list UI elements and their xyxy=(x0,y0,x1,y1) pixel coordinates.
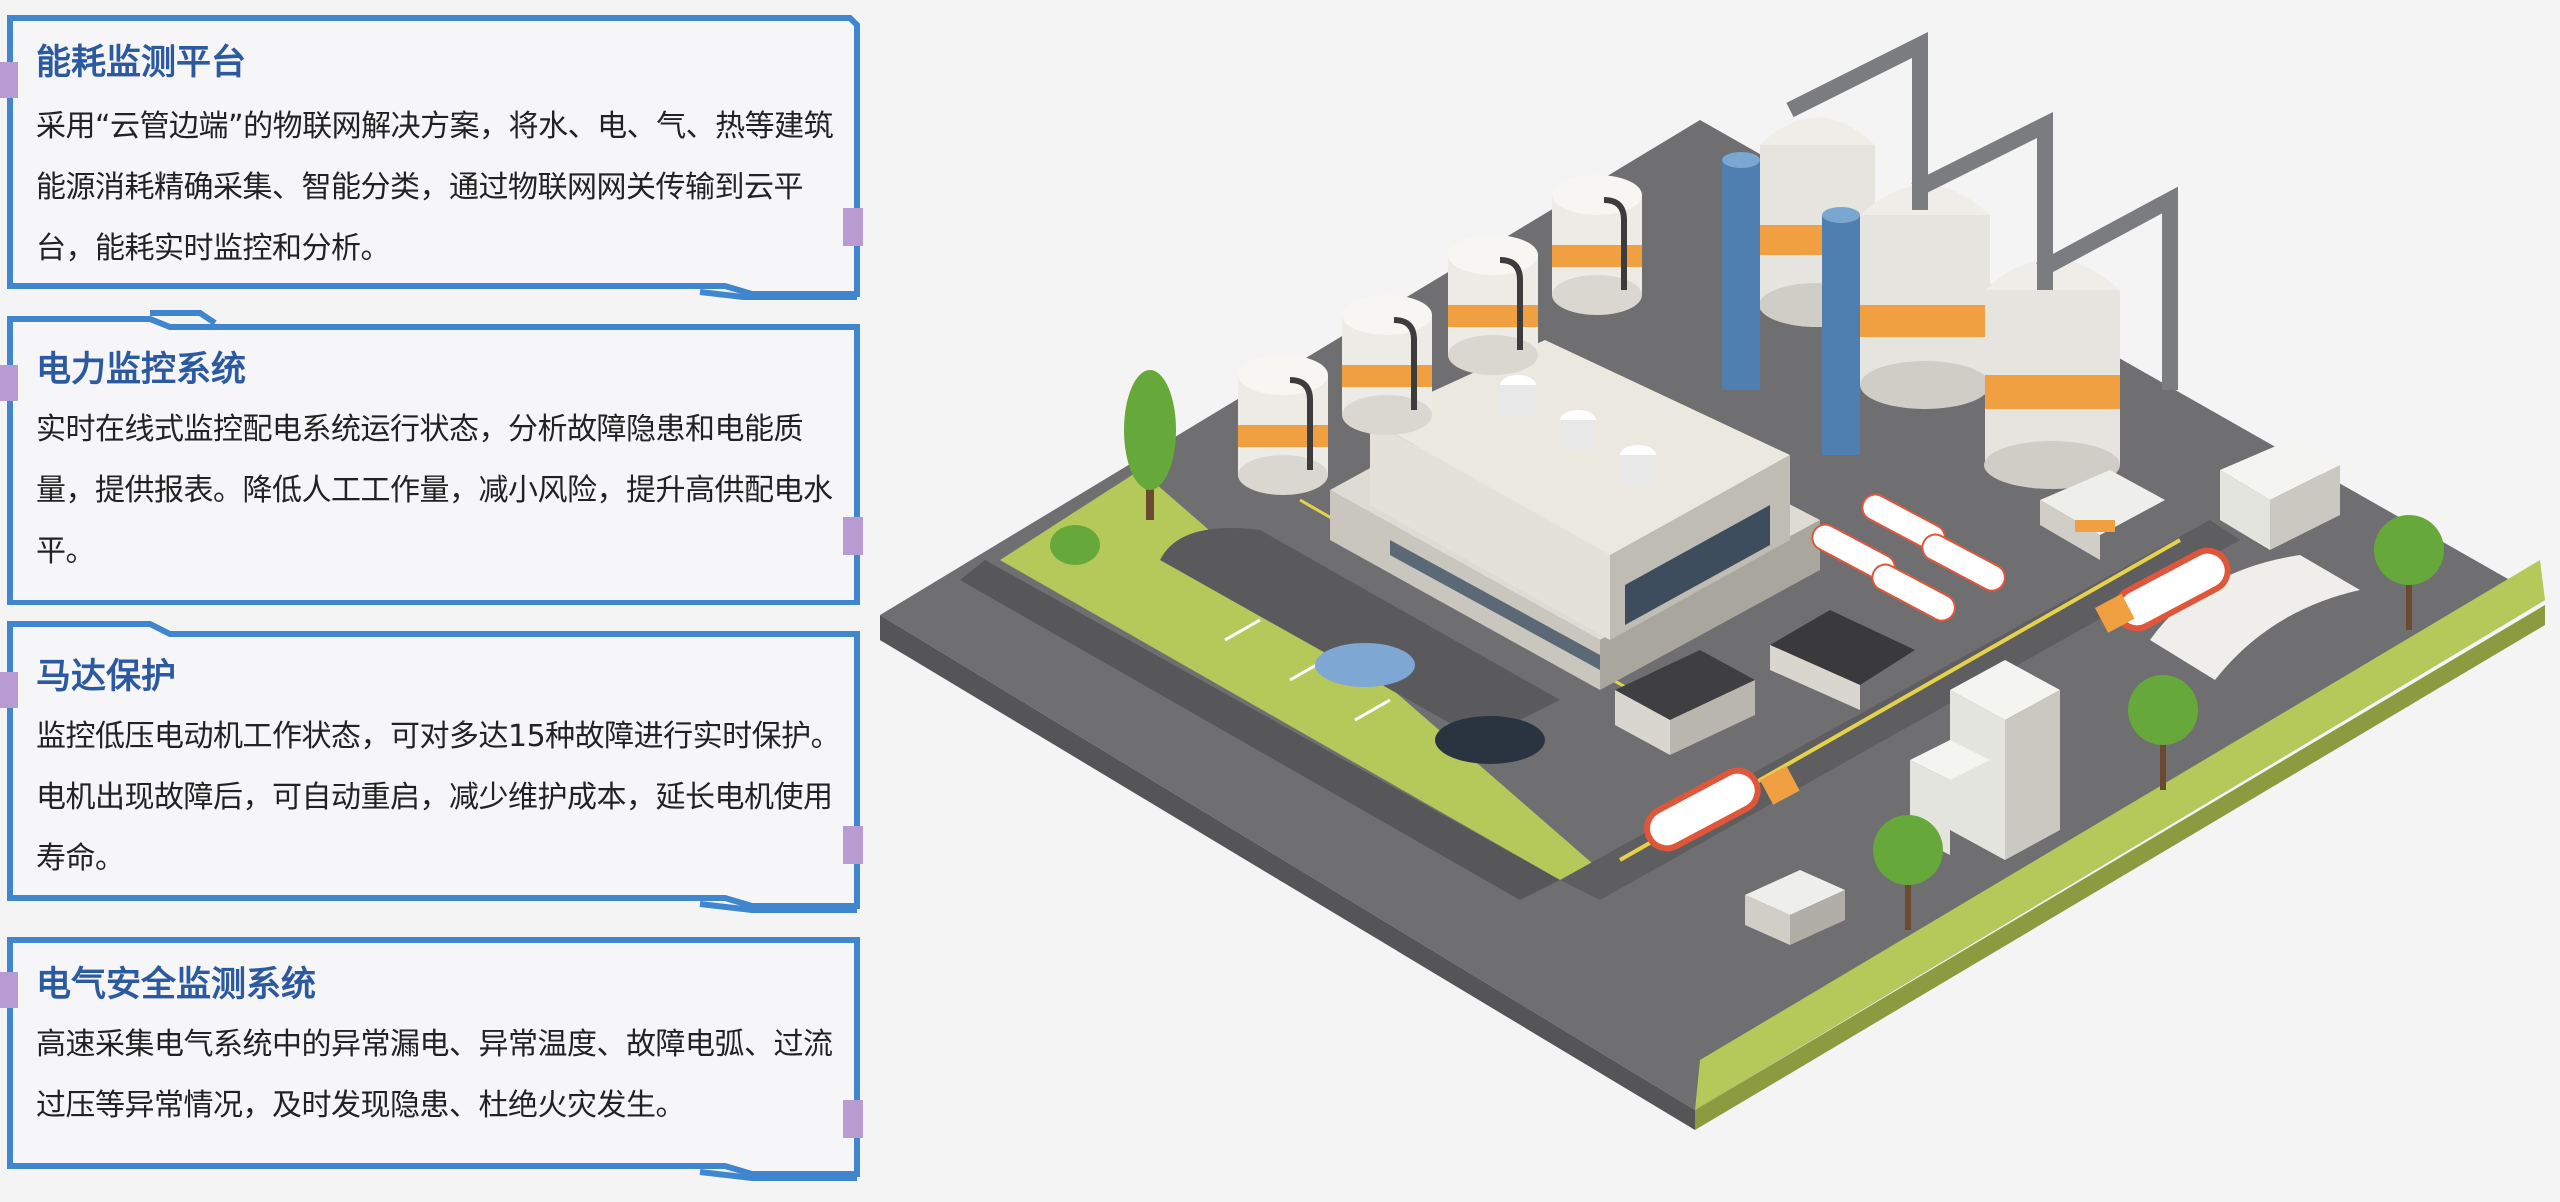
panel-description: 高速采集电气系统中的异常漏电、异常温度、故障电弧、过流过压等异常情况，及时发现隐… xyxy=(36,1027,833,1123)
hangar xyxy=(2150,555,2360,680)
panel-motor-protection: 马达保护 监控低压电动机工作状态，可对多达15种故障进行实时保护。电机出现故障后… xyxy=(0,612,870,917)
cars xyxy=(1315,643,1545,764)
building-upper-left xyxy=(1370,420,1610,640)
chimneys xyxy=(1722,152,1860,455)
ground-side-left-face xyxy=(880,615,1695,1130)
panel-frame xyxy=(0,15,863,300)
road-front xyxy=(960,560,1560,900)
building-main-right xyxy=(1600,520,1820,690)
panel-title: 马达保护 xyxy=(36,657,177,697)
panel-electrical-safety: 电气安全监测系统 高速采集电气系统中的异常漏电、异常温度、故障电弧、过流过压等异… xyxy=(0,928,870,1184)
factory-illustration xyxy=(880,32,2545,1130)
panel-title: 电气安全监测系统 xyxy=(36,965,317,1005)
tanker-trucks xyxy=(1644,547,2231,852)
panel-title: 电力监控系统 xyxy=(36,350,247,390)
trees xyxy=(1050,370,2444,930)
panel-frame xyxy=(0,310,863,605)
grass-right xyxy=(1695,560,2545,1110)
panel-title: 能耗监测平台 xyxy=(36,43,247,83)
panel-power-monitoring: 电力监控系统 实时在线式监控配电系统运行状态，分析故障隐患和电能质量，提供报表。… xyxy=(0,305,870,605)
small-buildings xyxy=(1615,470,2165,945)
parking-area xyxy=(1160,528,1560,740)
storage-tanks-small xyxy=(1238,175,1642,495)
gas-cylinders xyxy=(1811,493,2006,622)
panel-description: 采用“云管边端”的物联网解决方案，将水、电、气、热等建筑能源消耗精确采集、智能分… xyxy=(36,109,834,266)
silos-large xyxy=(1759,32,2178,489)
panel-description: 监控低压电动机工作状态，可对多达15种故障进行实时保护。电机出现故障后，可自动重… xyxy=(36,719,841,876)
office-buildings xyxy=(1910,440,2340,860)
panel-description: 实时在线式监控配电系统运行状态，分析故障隐患和电能质量，提供报表。降低人工工作量… xyxy=(36,412,833,569)
ground-side-right-face xyxy=(1695,605,2545,1130)
panel-frame xyxy=(0,937,863,1181)
panel-frame xyxy=(0,621,863,913)
panel-energy-monitoring: 能耗监测平台 采用“云管边端”的物联网解决方案，将水、电、气、热等建筑能源消耗精… xyxy=(0,10,870,300)
